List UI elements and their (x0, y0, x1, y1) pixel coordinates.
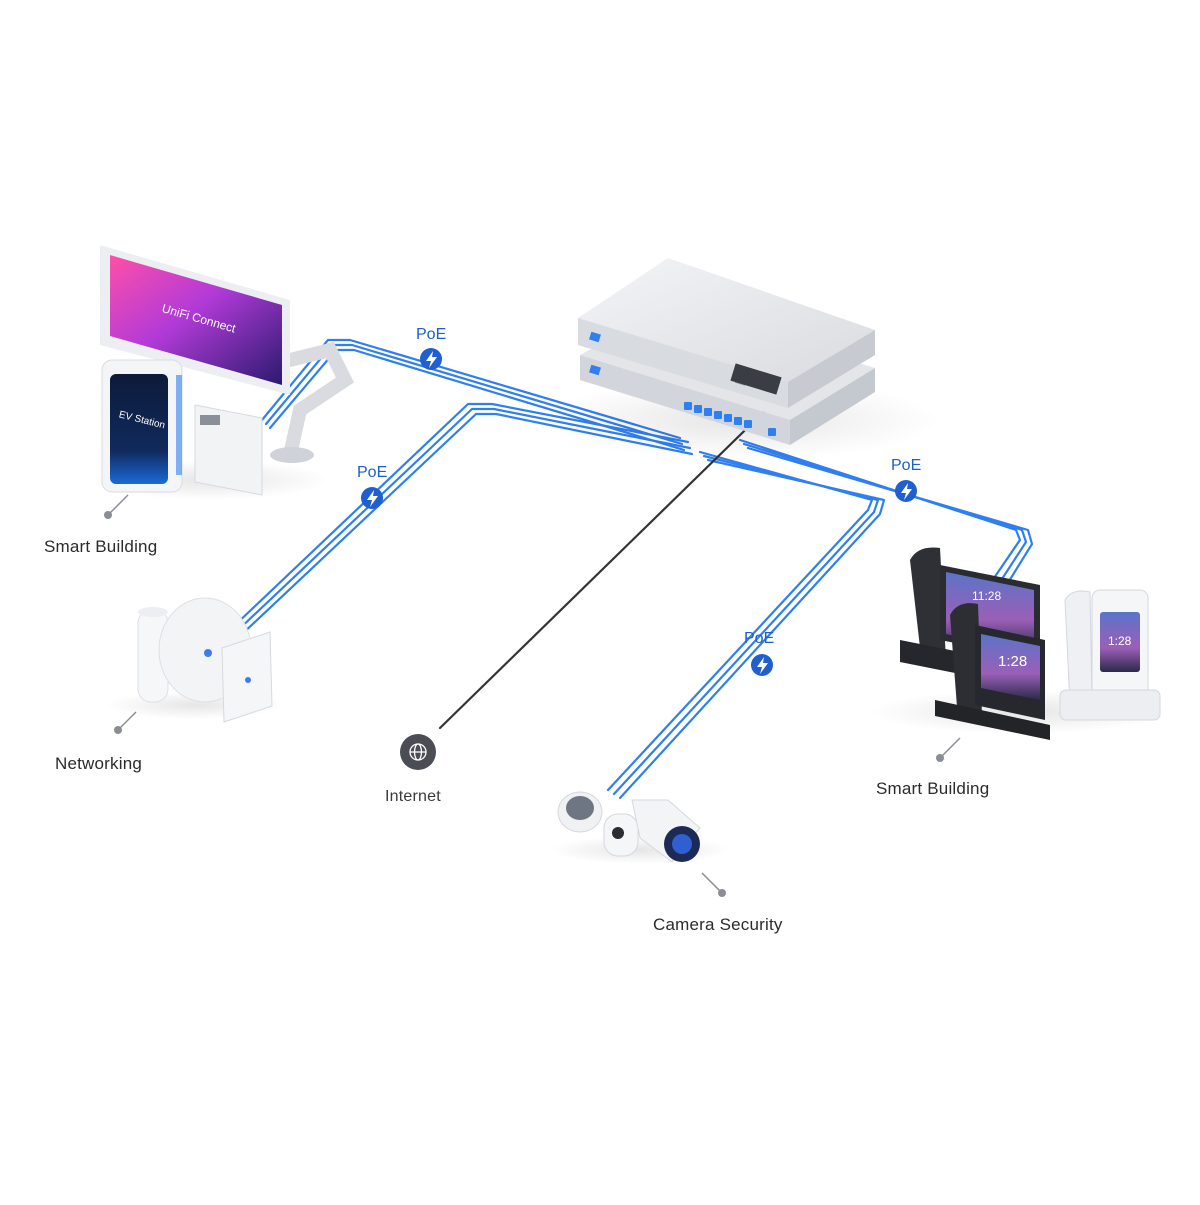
bolt-icon (757, 657, 768, 674)
label-smart-building-left: Smart Building (44, 537, 158, 556)
poe-label: PoE (744, 630, 775, 647)
bolt-icon (367, 490, 378, 507)
poe-label: PoE (891, 457, 922, 474)
smart-building-left-devices: UniFi Connect EV Station (90, 245, 355, 500)
label-networking: Networking (55, 754, 143, 773)
poe-badge-1 (420, 348, 442, 370)
cable-smart-building-left (260, 338, 686, 452)
bolt-icon (426, 351, 437, 368)
poe-label: PoE (416, 326, 447, 343)
poe-label: PoE (357, 464, 388, 481)
label-smart-building-right: Smart Building (876, 779, 990, 798)
bolt-icon (901, 483, 912, 500)
cable-smart-building-right (738, 438, 1034, 588)
poe-badge-2 (361, 487, 383, 509)
globe-icon (400, 734, 436, 770)
cable-camera (606, 450, 886, 800)
phone-time-white: 1:28 (1108, 634, 1132, 648)
label-camera-security: Camera Security (653, 915, 783, 934)
networking-devices (105, 597, 285, 723)
leader-lines (104, 494, 961, 897)
network-switch (540, 258, 940, 460)
phone-time-front: 1:28 (998, 653, 1027, 670)
poe-badge-4 (751, 654, 773, 676)
camera-devices (550, 791, 730, 864)
phone-time-back: 11:28 (972, 589, 1001, 603)
smart-building-right-devices: 11:28 1:28 1:28 (870, 547, 1170, 740)
poe-badge-3 (895, 480, 917, 502)
switch-blue-plugs (684, 402, 776, 436)
label-internet: Internet (385, 788, 441, 805)
